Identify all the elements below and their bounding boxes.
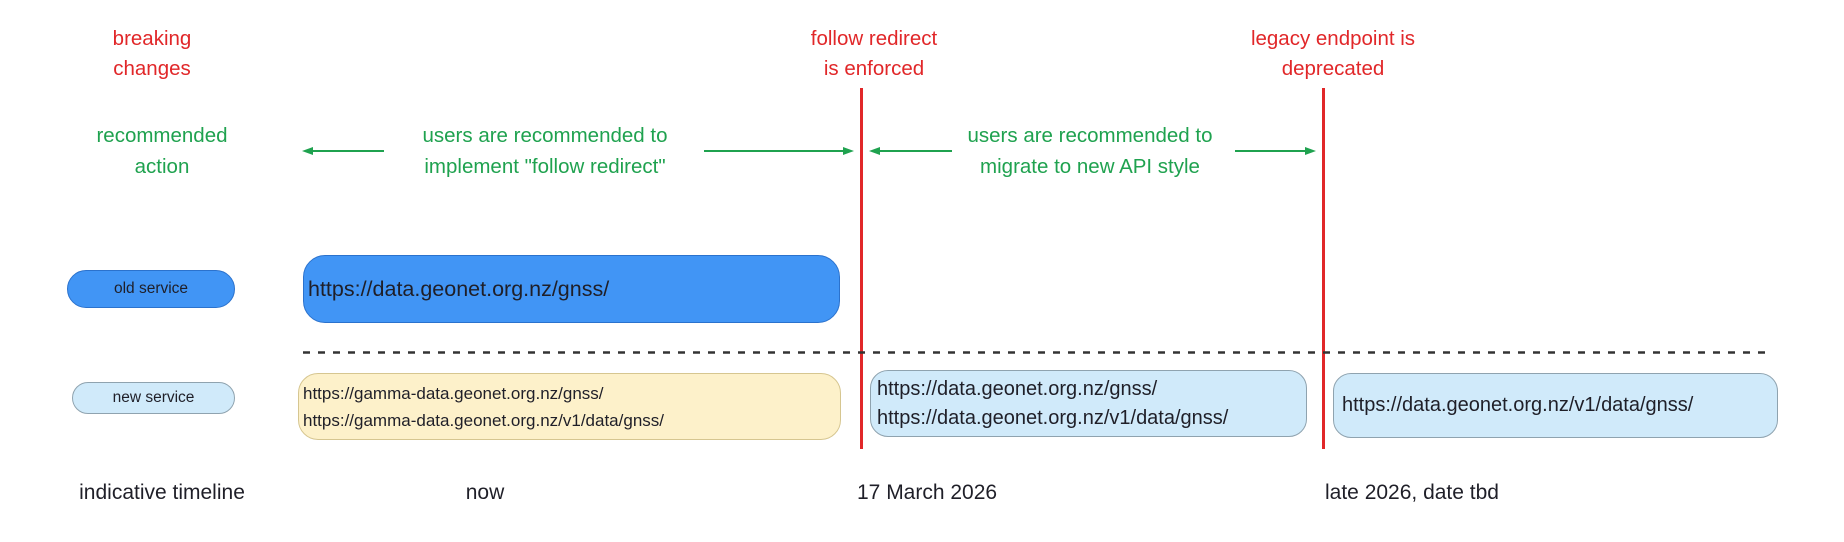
milestone-line-follow-redirect [860, 88, 863, 449]
phase2-arrow-left-icon [869, 145, 952, 157]
timeline-tick-now: now [465, 481, 505, 504]
timeline-tick-late-2026: late 2026, date tbd [1325, 481, 1499, 504]
old-service-url-box: https://data.geonet.org.nz/gnss/ [303, 255, 840, 323]
phase1-arrow-right-icon [704, 145, 854, 157]
event-label-follow-redirect-enforced: follow redirect is enforced [810, 27, 938, 80]
new-service-final-url-box: https://data.geonet.org.nz/v1/data/gnss/ [1333, 373, 1778, 438]
recommended-action-heading: recommended action [96, 124, 228, 178]
service-divider-dashed-line [303, 342, 1770, 360]
phase1-arrow-left-icon [302, 145, 384, 157]
recommendation-phase1-label: users are recommended to implement "foll… [422, 124, 668, 178]
old-service-badge: old service [67, 270, 235, 308]
timeline-tick-march-2026: 17 March 2026 [857, 481, 998, 504]
new-service-gamma-url-box: https://gamma-data.geonet.org.nz/gnss/ h… [298, 373, 841, 440]
new-service-badge: new service [72, 382, 235, 414]
timeline-label: indicative timeline [79, 481, 245, 504]
phase2-arrow-right-icon [1235, 145, 1316, 157]
event-label-legacy-deprecated: legacy endpoint is deprecated [1250, 27, 1416, 80]
recommendation-phase2-label: users are recommended to migrate to new … [967, 124, 1213, 178]
milestone-line-legacy-deprecated [1322, 88, 1325, 449]
new-service-transition-url-box: https://data.geonet.org.nz/gnss/ https:/… [870, 370, 1307, 437]
event-label-breaking-changes: breaking changes [112, 27, 192, 80]
